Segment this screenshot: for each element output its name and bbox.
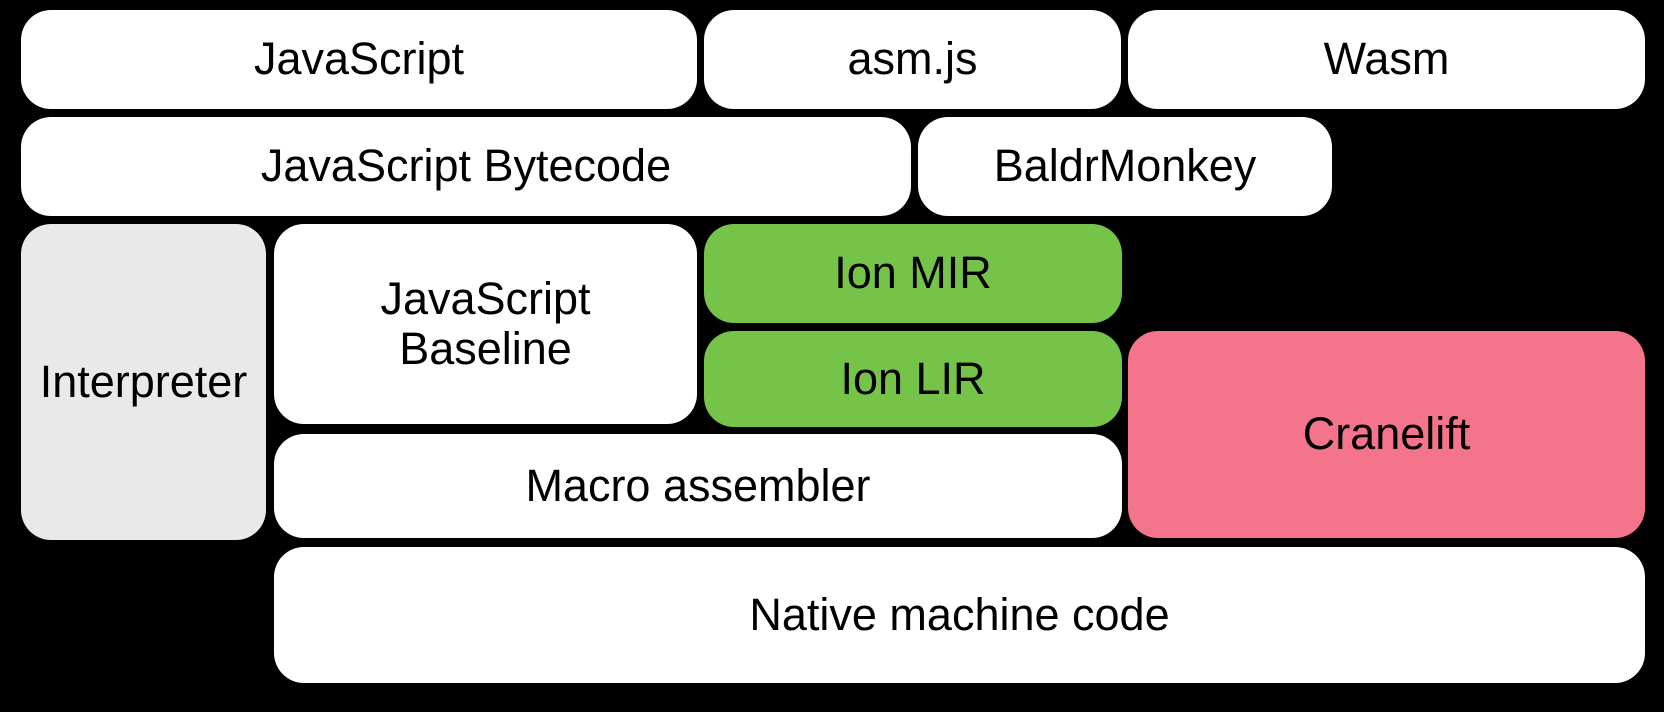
node-javascript-baseline: JavaScript Baseline <box>274 224 697 424</box>
node-javascript-bytecode: JavaScript Bytecode <box>21 117 911 216</box>
node-cranelift: Cranelift <box>1128 331 1645 538</box>
node-wasm: Wasm <box>1128 10 1645 109</box>
node-ion-mir: Ion MIR <box>704 224 1122 323</box>
node-ion-lir: Ion LIR <box>704 331 1122 427</box>
node-interpreter: Interpreter <box>21 224 266 540</box>
node-asm-js: asm.js <box>704 10 1121 109</box>
node-native-machine-code: Native machine code <box>274 547 1645 683</box>
node-javascript: JavaScript <box>21 10 697 109</box>
node-baldrmonkey: BaldrMonkey <box>918 117 1332 216</box>
node-macro-assembler: Macro assembler <box>274 434 1122 538</box>
